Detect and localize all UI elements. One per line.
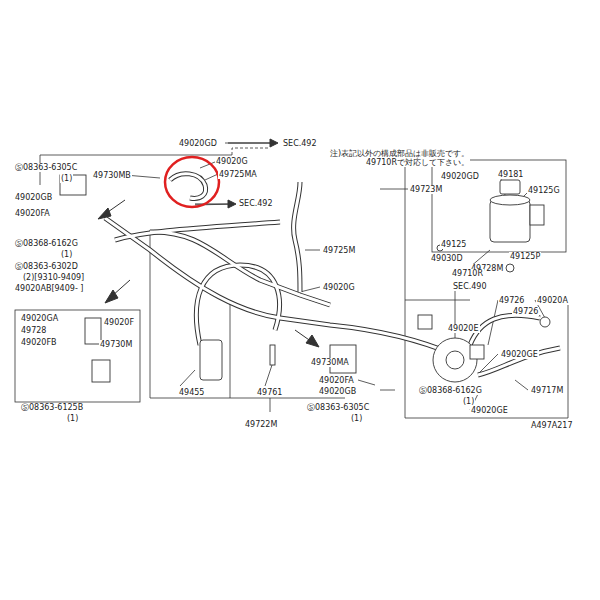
- part-number: 49730M: [99, 340, 133, 349]
- part-number: 49020E: [447, 324, 480, 333]
- part-number: 49725MA: [218, 170, 258, 179]
- part-number: (1): [350, 414, 363, 423]
- part-number: 49725M: [322, 246, 356, 255]
- part-number: 49030D: [430, 254, 464, 263]
- part-number: 49717M: [530, 386, 564, 395]
- part-number: 49020FA: [318, 376, 355, 385]
- part-number: (1): [60, 250, 73, 259]
- part-number: 49020GB: [318, 387, 357, 396]
- part-number: 49020F: [103, 318, 135, 327]
- part-number: 49730MA: [310, 358, 350, 367]
- part-number: 49020GA: [20, 314, 59, 323]
- part-number: 49020GD: [178, 139, 218, 148]
- part-number: 49020FB: [20, 338, 58, 347]
- part-number: SEC.492: [282, 139, 318, 148]
- part-number: 49020G: [215, 157, 249, 166]
- part-number: 49181: [497, 170, 524, 179]
- part-number: Ⓢ08368-6162G: [418, 386, 483, 395]
- part-number: 49726: [498, 296, 525, 305]
- part-number: Ⓢ08363-6305C: [14, 163, 78, 172]
- part-number: A497A217: [530, 421, 573, 430]
- part-number: 49710R: [451, 269, 484, 278]
- part-number: (1): [66, 414, 79, 423]
- part-number: 49728: [20, 326, 47, 335]
- part-number: (1): [60, 174, 73, 183]
- part-number: Ⓢ08368-6162G: [14, 239, 79, 248]
- part-number: SEC.492: [238, 199, 274, 208]
- part-number: Ⓢ08363-6305C: [306, 403, 370, 412]
- part-number: 49020FA: [14, 209, 51, 218]
- part-number: Ⓢ08363-6302D: [14, 262, 79, 271]
- part-number: 49455: [178, 388, 205, 397]
- note-text: 注)表記以外の構成部品は非販売です。 49710Rで対応して下さい。: [300, 149, 470, 167]
- part-number: 49730MB: [92, 171, 132, 180]
- part-number: 49125P: [509, 252, 541, 261]
- part-number: 49020AB[9409- ]: [14, 284, 84, 293]
- part-number: 49125G: [527, 186, 561, 195]
- part-number: 49020GB: [14, 193, 53, 202]
- part-number: 49761: [256, 388, 283, 397]
- part-number: SEC.490: [452, 282, 488, 291]
- part-number: 49020G: [322, 283, 356, 292]
- part-number: 49722M: [244, 420, 278, 429]
- part-number: 49723M: [409, 185, 443, 194]
- part-number: 49020GE: [500, 350, 539, 359]
- part-number: (2)[9310-9409]: [22, 273, 85, 282]
- part-number: (1): [462, 397, 475, 406]
- part-number: 49020A: [536, 296, 569, 305]
- part-number: 49726: [512, 307, 539, 316]
- part-number: 49125: [440, 240, 467, 249]
- part-number: 49020GD: [440, 172, 480, 181]
- part-number: 49020GE: [470, 406, 509, 415]
- part-number: Ⓢ08363-6125B: [20, 403, 84, 412]
